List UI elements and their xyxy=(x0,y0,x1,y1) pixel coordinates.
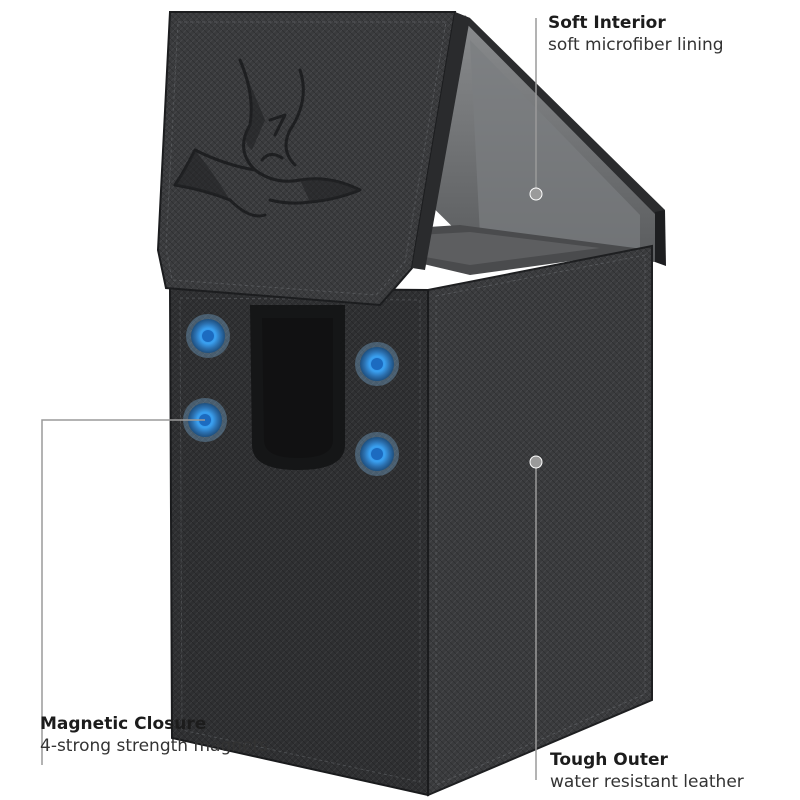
box-front xyxy=(170,288,428,795)
callout-description: water resistant leather xyxy=(550,772,744,793)
callout-title: Tough Outer xyxy=(550,750,668,770)
magnet-indicator xyxy=(355,342,399,386)
magnet-indicator xyxy=(186,314,230,358)
callout-description: 4-strong strength magnets xyxy=(40,736,268,757)
callout-description: soft microfiber lining xyxy=(548,35,724,56)
leader-tough-outer xyxy=(529,455,543,780)
box-lid xyxy=(158,12,455,305)
callout-soft-interior: Soft Interior soft microfiber lining xyxy=(548,12,724,56)
leader-magnetic-closure xyxy=(41,419,205,765)
callout-title: Soft Interior xyxy=(548,13,666,33)
dragon-emblem xyxy=(173,58,362,218)
leader-soft-interior xyxy=(529,18,543,201)
box-right-side xyxy=(428,246,652,795)
callout-magnetic-closure: Magnetic Closure 4-strong strength magne… xyxy=(40,713,268,757)
magnet-indicator xyxy=(355,432,399,476)
callout-tough-outer: Tough Outer water resistant leather xyxy=(550,749,744,793)
callout-title: Magnetic Closure xyxy=(40,714,207,734)
